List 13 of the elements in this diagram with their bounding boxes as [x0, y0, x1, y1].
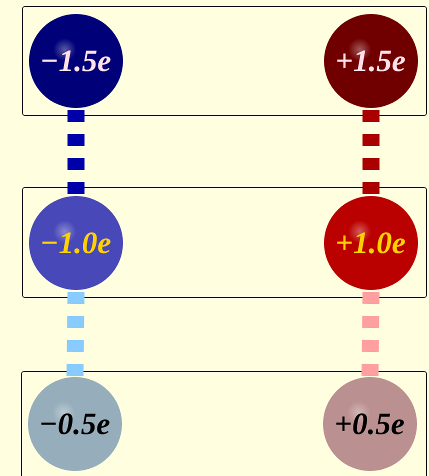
group-frame: [22, 187, 427, 298]
dashed-connector: [362, 110, 380, 196]
charge-label: +1.0e: [335, 224, 406, 260]
group-frame: [22, 6, 427, 116]
charge-label: −1.0e: [40, 224, 112, 260]
group-frame: [21, 371, 427, 476]
charge-label: −1.5e: [40, 42, 112, 78]
dashed-connector: [66, 292, 84, 378]
charge-label: −0.5e: [38, 406, 110, 442]
charge-label: +0.5e: [334, 406, 405, 442]
dashed-connector: [68, 110, 84, 196]
charge-label: +1.5e: [335, 42, 406, 78]
dashed-connector: [362, 292, 380, 378]
